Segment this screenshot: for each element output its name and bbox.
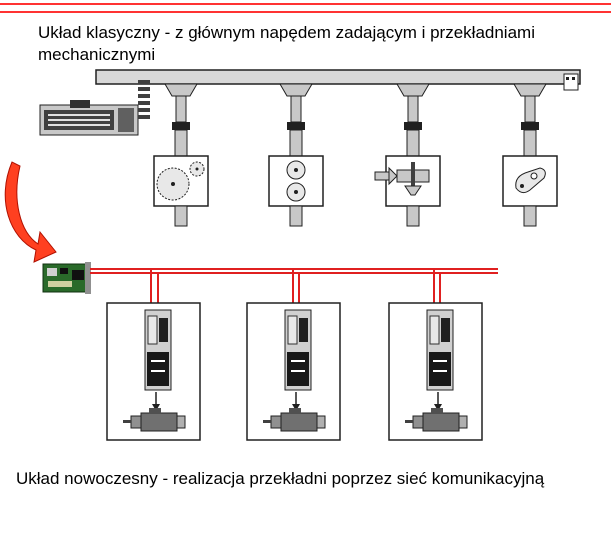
drive-unit-3 bbox=[388, 302, 483, 441]
servo-motor-icon bbox=[263, 408, 326, 432]
servo-drive-icon bbox=[426, 309, 454, 391]
top-red-stripes bbox=[0, 3, 611, 13]
master-controller-icon bbox=[42, 262, 91, 294]
drive-unit-1 bbox=[106, 302, 201, 441]
classic-caption-line1: Układ klasyczny - z głównym napędem zada… bbox=[38, 23, 535, 42]
transition-arrow-icon bbox=[4, 161, 57, 263]
station-2-pulley bbox=[268, 83, 324, 227]
servo-motor-icon bbox=[123, 408, 186, 432]
classic-system-caption: Układ klasyczny - z głównym napędem zada… bbox=[38, 22, 598, 66]
modern-system-caption: Układ nowoczesny - realizacja przekładni… bbox=[16, 469, 545, 488]
main-line-shaft bbox=[95, 69, 581, 91]
classic-caption-line2: mechanicznymi bbox=[38, 45, 156, 64]
station-1-spur-gear bbox=[153, 83, 209, 227]
drive-unit-2 bbox=[246, 302, 341, 441]
servo-drive-icon bbox=[284, 309, 312, 391]
main-drive-motor-icon bbox=[39, 80, 150, 136]
servo-drive-icon bbox=[144, 309, 172, 391]
communication-network bbox=[90, 268, 498, 312]
servo-motor-icon bbox=[405, 408, 468, 432]
station-3-clutch bbox=[374, 83, 441, 227]
station-4-cam bbox=[502, 83, 558, 227]
